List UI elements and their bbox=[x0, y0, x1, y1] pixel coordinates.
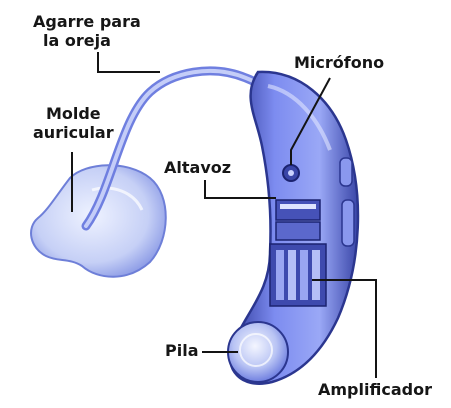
label-agarre-para-la-oreja: Agarre para la oreja bbox=[33, 12, 141, 50]
speaker-component bbox=[276, 200, 320, 240]
label-molde-line2: auricular bbox=[33, 123, 114, 142]
label-molde-line1: Molde bbox=[33, 104, 114, 123]
amplifier-circuit bbox=[270, 244, 326, 306]
label-agarre-line1: Agarre para bbox=[33, 12, 141, 31]
microphone-component bbox=[283, 165, 299, 181]
label-pila: Pila bbox=[165, 341, 199, 360]
label-altavoz: Altavoz bbox=[164, 158, 231, 177]
leader-altavoz bbox=[205, 180, 276, 198]
label-molde-auricular: Molde auricular bbox=[33, 104, 114, 142]
leader-agarre bbox=[98, 52, 160, 72]
label-amplificador: Amplificador bbox=[318, 380, 432, 399]
ear-mold bbox=[31, 165, 166, 277]
label-microfono: Micrófono bbox=[294, 53, 384, 72]
label-agarre-line2: la oreja bbox=[33, 31, 141, 50]
